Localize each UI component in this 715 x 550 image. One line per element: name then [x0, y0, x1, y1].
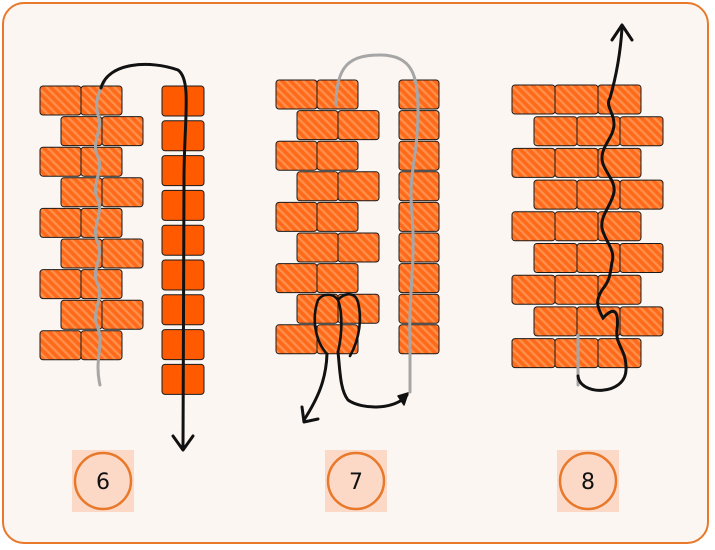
step-7-old-thread — [334, 53, 420, 394]
bead — [554, 211, 599, 242]
step-8-brick-beadwork — [511, 84, 664, 369]
bead — [39, 269, 82, 300]
ladder-bead — [398, 293, 440, 324]
bead — [39, 207, 82, 238]
ladder-bead — [161, 120, 205, 152]
bead — [511, 84, 556, 115]
ladder-bead — [398, 324, 440, 355]
bead — [554, 274, 599, 305]
ladder-bead — [398, 263, 440, 294]
ladder-bead — [398, 201, 440, 232]
step-7-loop-right — [336, 292, 362, 358]
bead — [619, 116, 664, 147]
step-7-arrow-head-right — [397, 392, 409, 406]
bead — [80, 269, 123, 300]
step-7-loop-left — [313, 293, 343, 356]
bead — [296, 232, 339, 263]
bead — [39, 330, 82, 361]
ladder-bead — [398, 232, 440, 263]
bead — [533, 243, 578, 273]
bead — [316, 201, 359, 232]
bead — [533, 179, 578, 210]
ladder-bead — [398, 140, 440, 171]
step-7-number: 7 — [349, 470, 363, 495]
bead — [511, 338, 556, 369]
step-8-arrow-head — [610, 23, 634, 42]
bead — [80, 207, 123, 238]
step-6-ladder-strip — [161, 85, 205, 395]
step-7-label: 7 — [325, 450, 387, 512]
bead — [619, 306, 664, 337]
bead — [597, 84, 642, 115]
step-6-label: 6 — [72, 450, 134, 512]
step-7-working-thread — [302, 350, 409, 422]
bead — [101, 238, 144, 269]
bead — [275, 79, 318, 110]
bead — [597, 147, 642, 178]
step-7-brick-beadwork — [275, 79, 380, 355]
bead — [296, 110, 339, 141]
bead — [101, 299, 144, 330]
step-6-old-thread — [93, 78, 107, 387]
bead — [275, 201, 318, 232]
bead — [275, 140, 318, 171]
bead — [80, 146, 123, 177]
step-6-arrow-head — [171, 434, 195, 452]
bead — [533, 116, 578, 147]
bead — [554, 84, 599, 115]
step-6-brick-beadwork — [39, 85, 144, 361]
bead — [619, 243, 664, 273]
step-8-number: 8 — [581, 470, 595, 495]
bead — [511, 211, 556, 242]
bead — [337, 110, 380, 141]
bead — [101, 116, 144, 147]
bead — [275, 324, 318, 355]
bead — [316, 140, 359, 171]
step-8-working-thread — [576, 26, 628, 392]
bead — [597, 211, 642, 242]
bead — [316, 263, 359, 294]
bead — [101, 177, 144, 208]
bead — [619, 179, 664, 210]
ladder-bead — [161, 85, 205, 117]
bead — [39, 85, 82, 116]
bead — [337, 171, 380, 202]
step-6-number: 6 — [96, 470, 110, 495]
bead — [275, 263, 318, 294]
bead — [597, 274, 642, 305]
bead — [597, 338, 642, 369]
bead — [80, 330, 123, 361]
bead — [337, 232, 380, 263]
step-6-working-thread — [99, 63, 188, 450]
step-7-arrow-head-left — [300, 405, 320, 424]
ladder-bead — [398, 171, 440, 202]
bead — [39, 146, 82, 177]
bead — [533, 306, 578, 337]
bead — [554, 147, 599, 178]
bead — [296, 171, 339, 202]
bead — [511, 274, 556, 305]
bead — [511, 147, 556, 178]
step-8-label: 8 — [557, 450, 619, 512]
